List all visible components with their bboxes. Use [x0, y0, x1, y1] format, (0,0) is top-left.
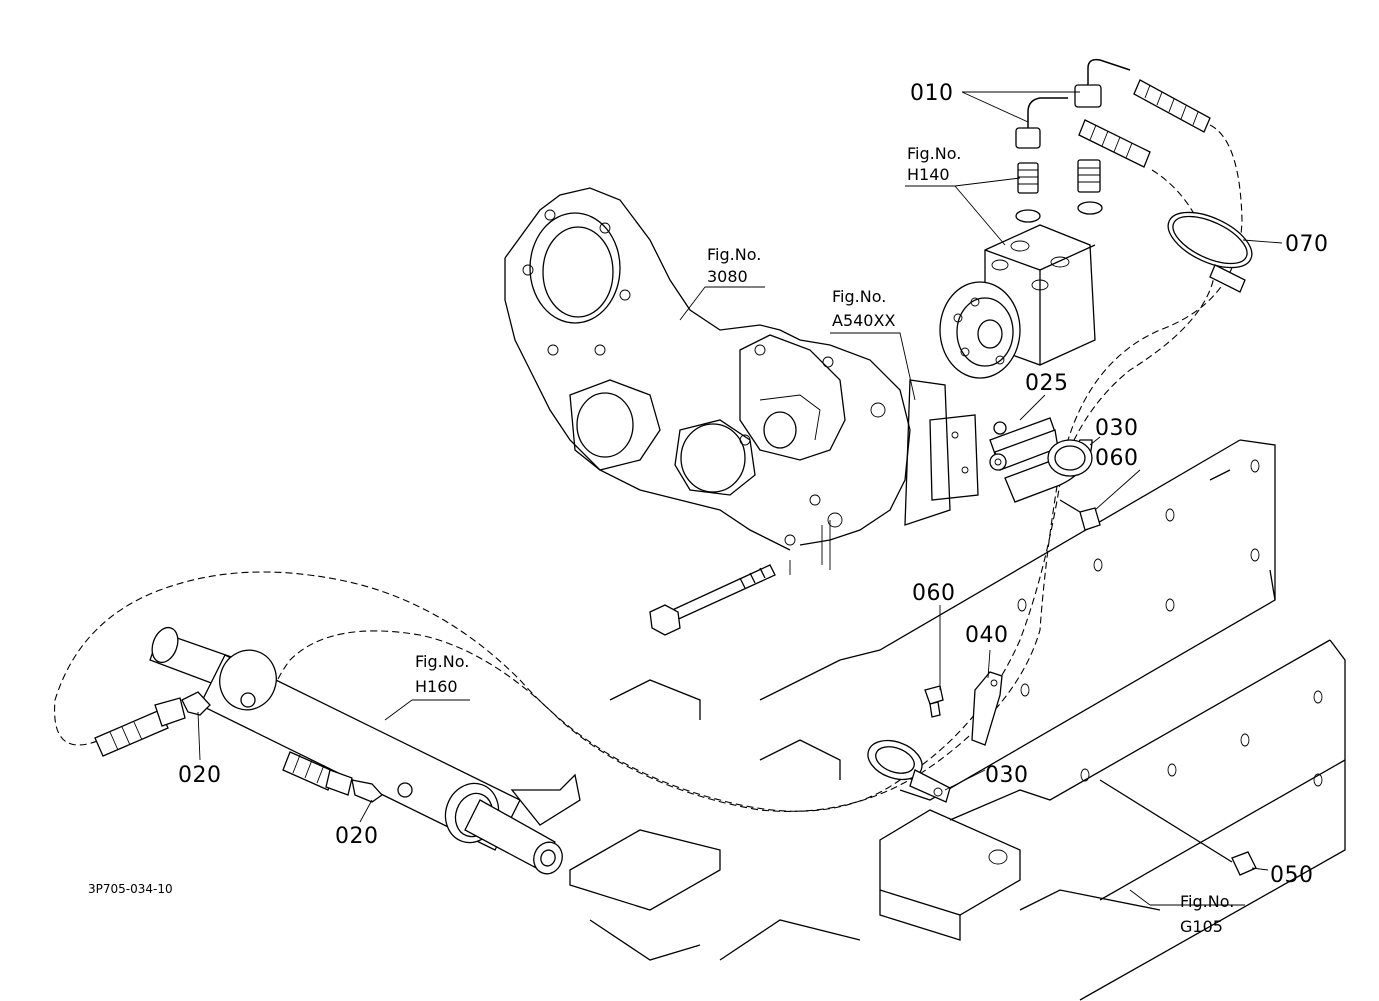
- frame-rails: [569, 439, 1346, 1001]
- fig-ref-3080-number: 3080: [707, 267, 748, 286]
- long-bolt: [649, 564, 776, 636]
- leader-lines: [197, 91, 1283, 906]
- pump-fittings: [1015, 84, 1103, 223]
- callout-040: 040: [965, 623, 1009, 648]
- lower-clamp-assembly: [867, 671, 1257, 876]
- fig-ref-h160: Fig.No. H160: [415, 652, 469, 696]
- fig-ref-3080-prefix: Fig.No.: [707, 245, 761, 264]
- callout-030-upper: 030: [1095, 416, 1139, 441]
- fig-ref-g105-prefix: Fig.No.: [1180, 892, 1234, 911]
- fig-ref-a540xx-prefix: Fig.No.: [832, 287, 886, 306]
- main-hose: [54, 124, 1243, 812]
- callout-070: 070: [1285, 232, 1329, 257]
- fig-ref-g105-number: G105: [1180, 917, 1223, 936]
- cable-tie-070: [1167, 211, 1253, 293]
- pipe-010: [1027, 58, 1211, 168]
- hydraulic-pump: [939, 224, 1096, 379]
- callout-020-left: 020: [178, 763, 222, 788]
- callout-020-right: 020: [335, 824, 379, 849]
- fig-ref-h140-number: H140: [907, 165, 950, 184]
- fig-ref-h140: Fig.No. H140: [907, 144, 961, 184]
- fig-ref-a540xx: Fig.No. A540XX: [832, 287, 895, 330]
- hydraulic-cylinder: [149, 626, 581, 875]
- fig-ref-h160-prefix: Fig.No.: [415, 652, 469, 671]
- transmission-housing: [504, 187, 979, 575]
- fig-ref-h140-prefix: Fig.No.: [907, 144, 961, 163]
- upper-clamp-assembly: [989, 417, 1101, 531]
- callout-050: 050: [1270, 863, 1314, 888]
- callout-060-lower: 060: [912, 581, 956, 606]
- callout-010: 010: [910, 81, 954, 106]
- hose-fittings-020: [94, 691, 383, 803]
- fig-ref-h160-number: H160: [415, 677, 458, 696]
- callout-060-upper: 060: [1095, 446, 1139, 471]
- callout-025: 025: [1025, 371, 1069, 396]
- callout-030-lower: 030: [985, 763, 1029, 788]
- fig-ref-g105: Fig.No. G105: [1180, 892, 1234, 936]
- diagram-code: 3P705-034-10: [88, 882, 173, 896]
- fig-ref-a540xx-number: A540XX: [832, 311, 895, 330]
- fig-ref-3080: Fig.No. 3080: [707, 245, 761, 286]
